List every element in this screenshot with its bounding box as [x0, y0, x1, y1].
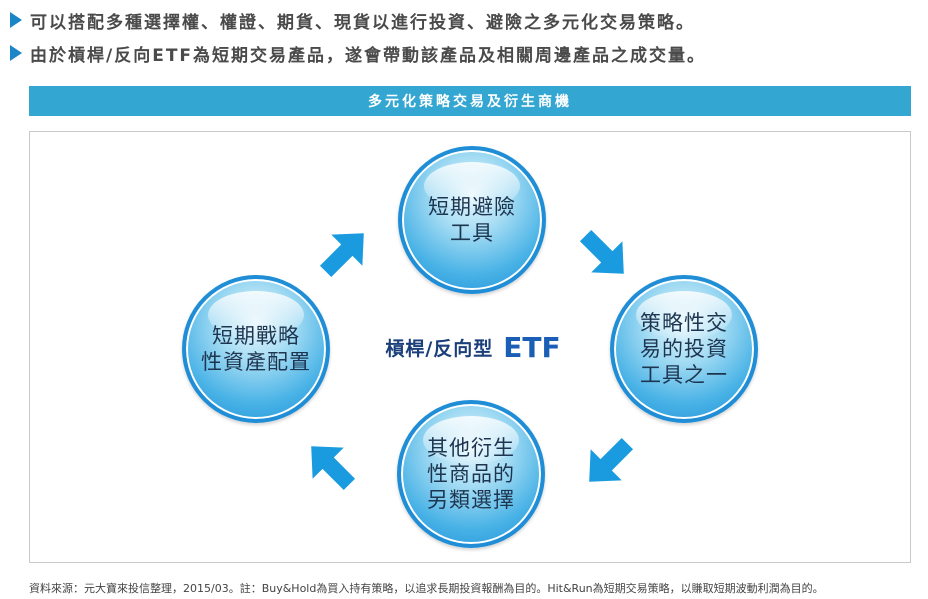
- section-banner: 多元化策略交易及衍生商機: [29, 86, 911, 116]
- center-label: 槓桿/反向型 ETF: [358, 327, 588, 367]
- bubble-label-top: 短期避險 工具: [428, 195, 516, 245]
- bubble-label-bottom: 其他衍生 性商品的 另類選擇: [427, 436, 515, 512]
- center-label-etf: ETF: [503, 330, 561, 364]
- bubble-label-left: 短期戰略 性資產配置: [201, 324, 311, 374]
- bubble-derivative-alternative: 其他衍生 性商品的 另類選擇: [397, 400, 545, 548]
- triangle-bullet-icon: [10, 12, 22, 28]
- source-footnote: 資料來源：元大寶來投信整理，2015/03。註：Buy&Hold為買入持有策略，…: [29, 582, 824, 595]
- arrow-southwest-icon: [575, 428, 643, 496]
- bubble-asset-allocation: 短期戰略 性資產配置: [182, 275, 330, 423]
- diagram-panel: 短期避險 工具 策略性交 易的投資 工具之一 其他衍生 性商品的 另類選擇 短期…: [29, 131, 911, 563]
- bubble-label-right: 策略性交 易的投資 工具之一: [640, 311, 728, 387]
- arrow-northwest-icon: [297, 432, 365, 500]
- bullet-text-2: 由於槓桿/反向ETF為短期交易產品，遂會帶動該產品及相關周邊產品之成交量。: [30, 45, 707, 66]
- bullet-text-1: 可以搭配多種選擇權、權證、期貨、現貨以進行投資、避險之多元化交易策略。: [30, 12, 695, 33]
- bullet-item-1: 可以搭配多種選擇權、權證、期貨、現貨以進行投資、避險之多元化交易策略。: [10, 7, 695, 33]
- arrow-southeast-icon: [570, 220, 638, 288]
- bubble-short-term-hedging: 短期避險 工具: [398, 146, 546, 294]
- triangle-bullet-icon: [10, 45, 22, 61]
- arrow-northeast-icon: [310, 219, 378, 287]
- banner-title: 多元化策略交易及衍生商機: [368, 94, 572, 110]
- bubble-strategic-trading-tool: 策略性交 易的投資 工具之一: [610, 275, 758, 423]
- center-label-zh: 槓桿/反向型: [385, 337, 494, 360]
- bullet-item-2: 由於槓桿/反向ETF為短期交易產品，遂會帶動該產品及相關周邊產品之成交量。: [10, 40, 706, 66]
